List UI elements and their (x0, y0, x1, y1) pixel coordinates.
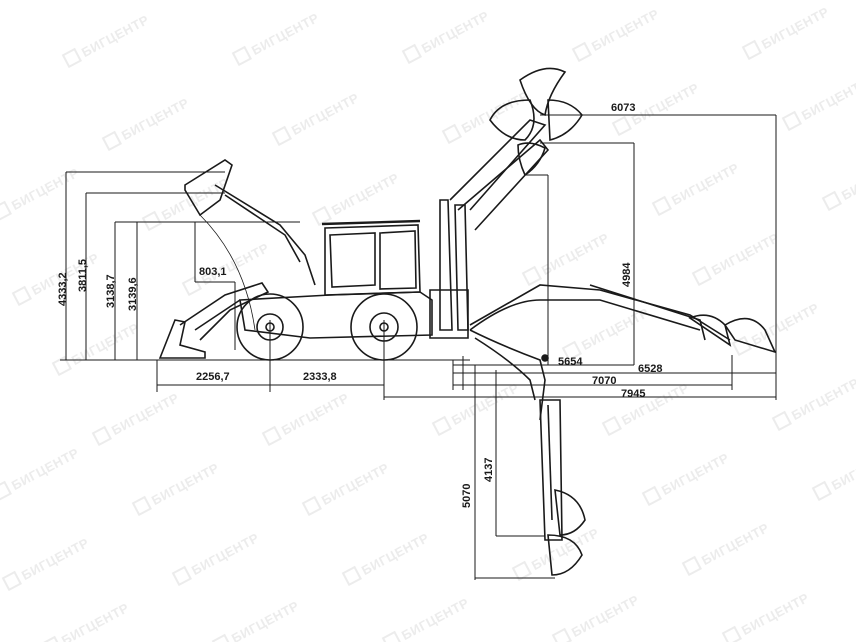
machine-outline (158, 67, 777, 576)
dim-label-5654: 5654 (558, 356, 583, 368)
dim-label-6073: 6073 (611, 102, 636, 114)
rear-wheel (350, 293, 418, 361)
dim-label-5070: 5070 (461, 483, 473, 508)
backhoe-boom-extended (469, 284, 731, 341)
dim-label-803: 803,1 (199, 266, 227, 278)
backhoe-frame (429, 289, 469, 339)
dim-label-4984: 4984 (621, 262, 633, 287)
dim-label-2256: 2256,7 (196, 371, 230, 383)
cab (324, 224, 421, 296)
dim-label-6528: 6528 (638, 363, 663, 375)
dim-label-4137: 4137 (483, 457, 495, 482)
backhoe-bucket-down-2 (547, 534, 583, 576)
dim-label-3138: 3138,7 (105, 274, 117, 308)
dim-label-3811: 3811,5 (77, 258, 89, 292)
backhoe-dipper-down (539, 399, 563, 541)
backhoe-bucket-raised-1 (519, 67, 567, 117)
dim-label-4333: 4333,2 (57, 272, 69, 306)
backhoe-bucket-raised-2 (489, 99, 535, 141)
dim-label-2333: 2333,8 (303, 371, 337, 383)
backhoe-bucket-extended-2 (723, 317, 777, 354)
dim-label-7945: 7945 (621, 388, 646, 400)
backhoe-boom-down (469, 329, 546, 421)
dimension-lines (60, 114, 777, 580)
front-wheel (236, 293, 304, 361)
backhoe-bucket-down-1 (554, 489, 586, 536)
loader-bucket-lowered (158, 319, 206, 359)
dim-label-3139: 3139,6 (127, 277, 139, 311)
loader-bucket-raised (184, 159, 233, 217)
dim-label-7070: 7070 (592, 375, 617, 387)
